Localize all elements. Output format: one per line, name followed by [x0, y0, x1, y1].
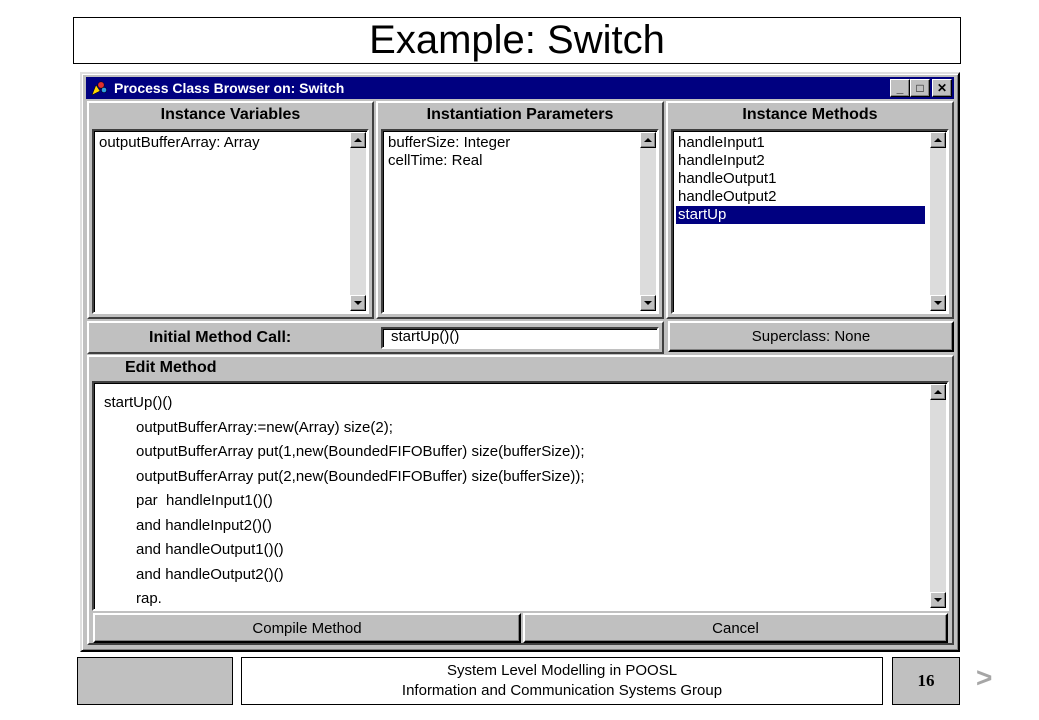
edit-method-header: Edit Method — [125, 359, 217, 376]
compile-method-button[interactable]: Compile Method — [93, 613, 521, 643]
process-class-browser-window: Process Class Browser on: Switch _ □ ✕ I… — [80, 72, 960, 652]
scrollbar[interactable] — [930, 384, 946, 608]
scroll-up-button[interactable] — [350, 132, 366, 148]
code-line: outputBufferArray:=new(Array) size(2); — [136, 418, 393, 436]
cancel-button[interactable]: Cancel — [523, 613, 948, 643]
arrow-down-icon — [934, 301, 942, 305]
scroll-up-button[interactable] — [930, 384, 946, 400]
initial-method-call-pane: Initial Method Call: startUp()() — [87, 321, 664, 354]
close-button[interactable]: ✕ — [932, 79, 952, 97]
footer-blank-box — [77, 657, 233, 705]
maximize-button[interactable]: □ — [910, 79, 930, 97]
arrow-up-icon — [934, 390, 942, 394]
list-item-selected[interactable]: startUp — [676, 206, 925, 224]
code-line: outputBufferArray put(2,new(BoundedFIFOB… — [136, 467, 585, 485]
method-code-editor[interactable]: startUp()() outputBufferArray:=new(Array… — [92, 381, 949, 611]
app-icon — [90, 79, 108, 97]
initial-method-call-label: Initial Method Call: — [149, 329, 292, 346]
instantiation-parameters-list[interactable]: bufferSize: Integer cellTime: Real — [381, 129, 659, 314]
list-item[interactable]: bufferSize: Integer — [388, 134, 511, 151]
arrow-up-icon — [644, 138, 652, 142]
arrow-down-icon — [644, 301, 652, 305]
slide-title: Example: Switch — [73, 17, 961, 64]
list-item[interactable]: handleInput1 — [678, 134, 765, 151]
superclass-button[interactable]: Superclass: None — [668, 321, 954, 352]
scroll-down-button[interactable] — [930, 592, 946, 608]
arrow-down-icon — [354, 301, 362, 305]
footer-caption: System Level Modelling in POOSL Informat… — [241, 657, 883, 705]
scroll-down-button[interactable] — [640, 295, 656, 311]
footer-course-title: System Level Modelling in POOSL — [446, 662, 678, 679]
arrow-up-icon — [354, 138, 362, 142]
arrow-up-icon — [934, 138, 942, 142]
code-line: startUp()() — [104, 394, 173, 411]
scroll-down-button[interactable] — [350, 295, 366, 311]
scroll-up-button[interactable] — [640, 132, 656, 148]
window-titlebar[interactable]: Process Class Browser on: Switch _ □ ✕ — [86, 77, 954, 99]
scroll-up-button[interactable] — [930, 132, 946, 148]
instance-methods-header: Instance Methods — [742, 106, 878, 123]
minimize-button[interactable]: _ — [890, 79, 910, 97]
code-line: rap. — [136, 590, 162, 607]
instance-methods-list[interactable]: handleInput1 handleInput2 handleOutput1 … — [671, 129, 949, 314]
edit-method-pane: Edit Method startUp()() outputBufferArra… — [87, 355, 954, 645]
scroll-down-button[interactable] — [930, 295, 946, 311]
list-item[interactable]: handleOutput2 — [678, 188, 777, 205]
next-slide-icon[interactable]: > — [976, 662, 993, 693]
code-line: par handleInput1()() — [136, 492, 273, 509]
instantiation-parameters-pane: Instantiation Parameters bufferSize: Int… — [376, 101, 664, 319]
scrollbar[interactable] — [930, 132, 946, 311]
arrow-down-icon — [934, 598, 942, 602]
list-item[interactable]: handleInput2 — [678, 152, 765, 169]
instance-variables-pane: Instance Variables outputBufferArray: Ar… — [87, 101, 374, 319]
code-line: outputBufferArray put(1,new(BoundedFIFOB… — [136, 443, 585, 460]
list-item[interactable]: outputBufferArray: Array — [99, 134, 260, 151]
initial-method-call-input[interactable]: startUp()() — [381, 327, 659, 349]
instance-variables-header: Instance Variables — [160, 106, 301, 123]
instance-methods-pane: Instance Methods handleInput1 handleInpu… — [666, 101, 954, 319]
scrollbar[interactable] — [350, 132, 366, 311]
page-number: 16 — [892, 657, 960, 705]
list-item[interactable]: handleOutput1 — [678, 170, 777, 187]
footer-group-name: Information and Communication Systems Gr… — [401, 682, 723, 699]
code-line: and handleInput2()() — [136, 516, 272, 534]
window-title: Process Class Browser on: Switch — [114, 80, 345, 96]
instance-variables-list[interactable]: outputBufferArray: Array — [92, 129, 369, 314]
instantiation-parameters-header: Instantiation Parameters — [426, 106, 614, 123]
code-line: and handleOutput1()() — [136, 541, 284, 558]
list-item[interactable]: cellTime: Real — [388, 152, 483, 169]
scrollbar[interactable] — [640, 132, 656, 311]
code-line: and handleOutput2()() — [136, 565, 284, 583]
